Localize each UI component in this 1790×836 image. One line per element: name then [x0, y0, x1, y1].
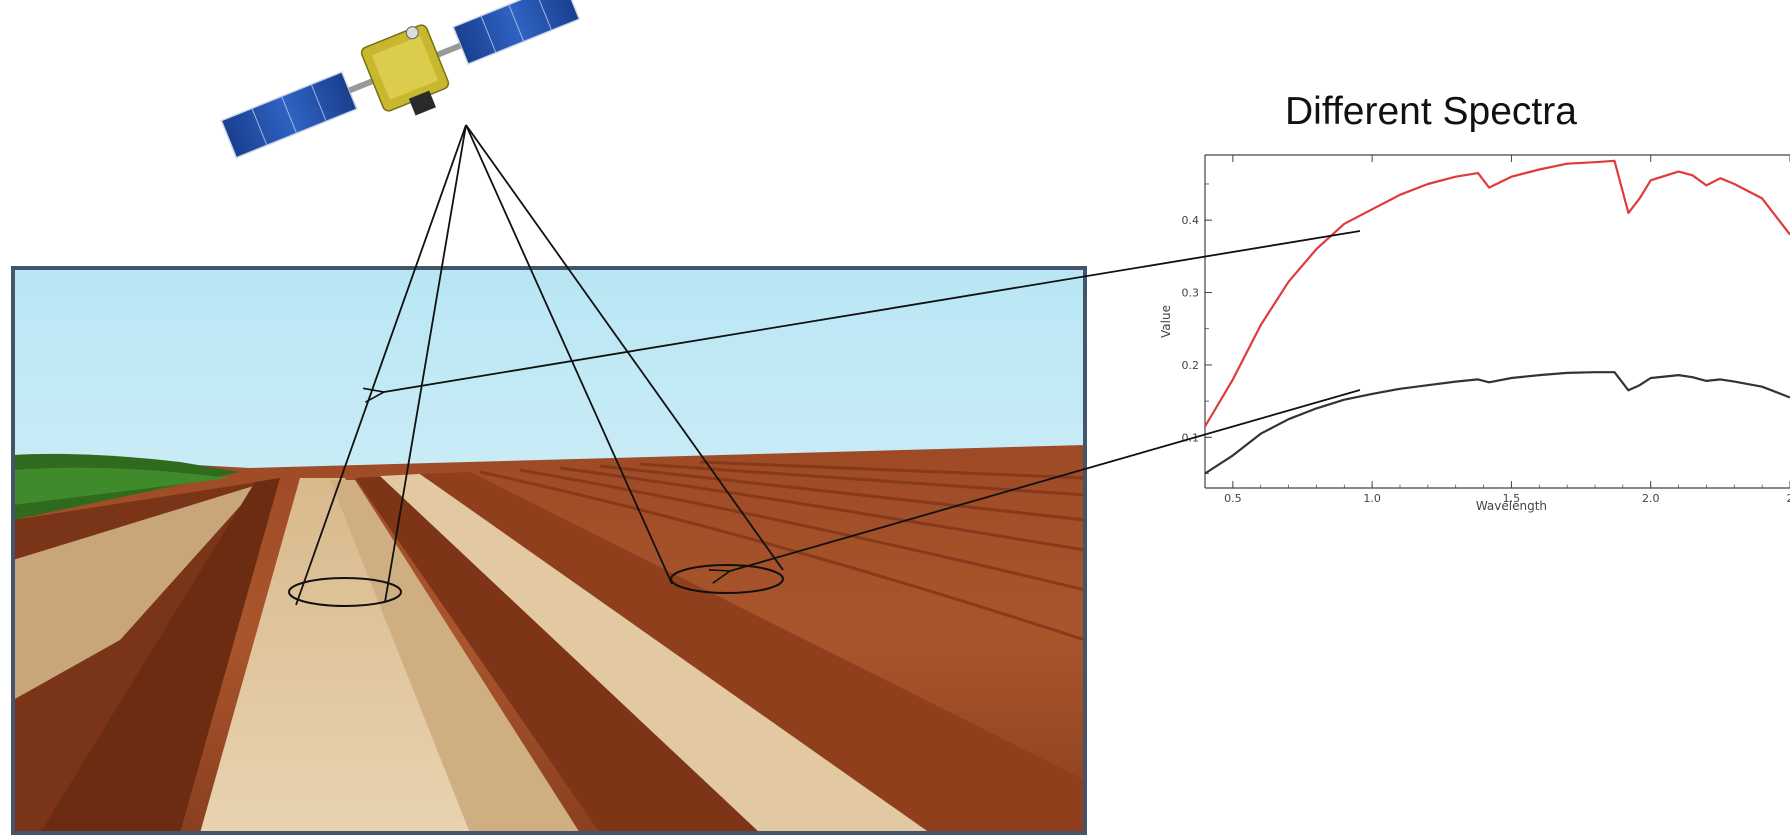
- series-line-red: [1204, 159, 1790, 428]
- x-axis-title: Wavelength: [1476, 499, 1547, 513]
- y-tick-label: 0.4: [1182, 214, 1200, 227]
- chart-title: Different Spectra: [1285, 90, 1577, 133]
- x-tick-label: 2: [1787, 492, 1790, 505]
- satellite-icon: [220, 0, 581, 159]
- y-axis-title: Value: [1159, 305, 1173, 338]
- footprint-ellipse-right: [670, 564, 784, 594]
- spectra-chart: 0.1 0.2 0.3 0.4 0.5 1.0 1.5 2.0 2Wavelength Value: [1159, 154, 1790, 513]
- field-photo: [11, 266, 1087, 835]
- arrow-red-spectrum-to-view: [384, 230, 1361, 392]
- view-cones: [295, 124, 784, 606]
- x-tick-label: 2.0: [1642, 492, 1660, 505]
- y-tick-label: 0.3: [1182, 287, 1200, 300]
- arrow-black-spectrum-to-footprint: [730, 389, 1361, 571]
- x-tick-label: 1.0: [1363, 492, 1381, 505]
- y-tick-label: 0.1: [1182, 431, 1200, 444]
- series-line-black: [1204, 371, 1790, 475]
- x-tick-label: 0.5: [1224, 492, 1242, 505]
- x-tick-label: 1.5: [1503, 492, 1521, 505]
- footprint-ellipse-left: [288, 577, 402, 607]
- y-tick-label: 0.2: [1182, 359, 1200, 372]
